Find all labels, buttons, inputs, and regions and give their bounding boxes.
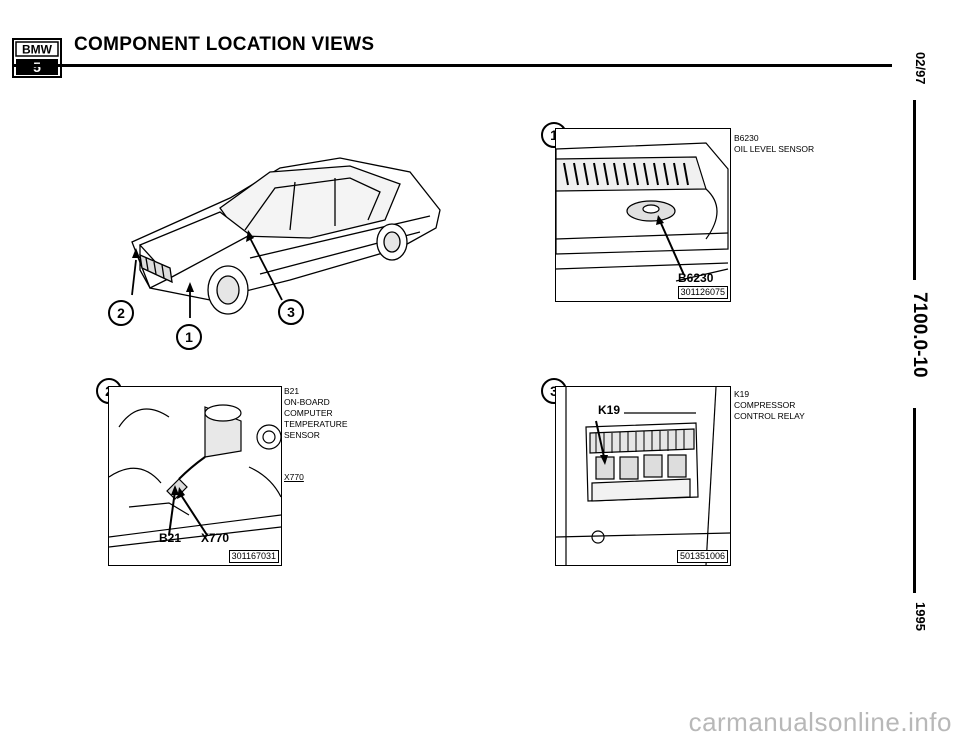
side-section-number: 7100.0-10 bbox=[909, 292, 930, 378]
side-year: 1995 bbox=[913, 602, 928, 631]
view3-component-code: K19 bbox=[734, 389, 750, 399]
logo-bottom-text: 5 bbox=[33, 59, 41, 75]
logo-top-text: BMW bbox=[22, 43, 53, 57]
view2-connector-code: X770 bbox=[284, 472, 304, 482]
view3-panel: K19 501351006 bbox=[555, 386, 731, 566]
view1-ref-number: 301126075 bbox=[677, 286, 728, 299]
view1-component-name: OIL LEVEL SENSOR bbox=[734, 144, 815, 154]
view2-name-line-3: TEMPERATURE bbox=[284, 419, 348, 429]
overview-callout-3: 3 bbox=[278, 299, 304, 325]
header-rule bbox=[12, 64, 892, 67]
view1-component-code: B6230 bbox=[734, 133, 759, 143]
view3-image-label-k19: K19 bbox=[598, 403, 621, 417]
view2-image-label-b21: B21 bbox=[159, 531, 182, 545]
bmw-5-series-logo: BMW 5 bbox=[12, 38, 62, 78]
view3-ref-number: 501351006 bbox=[676, 550, 728, 563]
overview-callout-1: 1 bbox=[176, 324, 202, 350]
overview-callout-2: 2 bbox=[108, 300, 134, 326]
view3-name-line-1: COMPRESSOR bbox=[734, 400, 796, 410]
view2-panel: B21 X770 301167031 bbox=[108, 386, 282, 566]
watermark: carmanualsonline.info bbox=[688, 707, 952, 737]
view1-image-label-b6230: B6230 bbox=[678, 271, 714, 285]
view2-name-line-1: ON-BOARD bbox=[284, 397, 330, 407]
view2-image-label-x770: X770 bbox=[201, 531, 230, 545]
side-date: 02/97 bbox=[913, 52, 928, 85]
view2-legend: B21 ON-BOARD COMPUTER TEMPERATURE SENSOR bbox=[284, 386, 348, 441]
view1-legend: B6230 OIL LEVEL SENSOR bbox=[734, 133, 814, 155]
side-rule-bottom bbox=[913, 408, 916, 593]
car-overview-illustration bbox=[110, 150, 450, 350]
view3-legend: K19 COMPRESSOR CONTROL RELAY bbox=[734, 389, 805, 422]
view2-name-line-4: SENSOR bbox=[284, 430, 320, 440]
side-rule-top bbox=[913, 100, 916, 280]
page-title: COMPONENT LOCATION VIEWS bbox=[74, 34, 375, 55]
view2-component-code: B21 bbox=[284, 386, 300, 396]
view2-name-line-2: COMPUTER bbox=[284, 408, 333, 418]
view3-name-line-2: CONTROL RELAY bbox=[734, 411, 805, 421]
view2-ref-number: 301167031 bbox=[228, 550, 279, 563]
view1-panel: B6230 301126075 bbox=[555, 128, 731, 302]
